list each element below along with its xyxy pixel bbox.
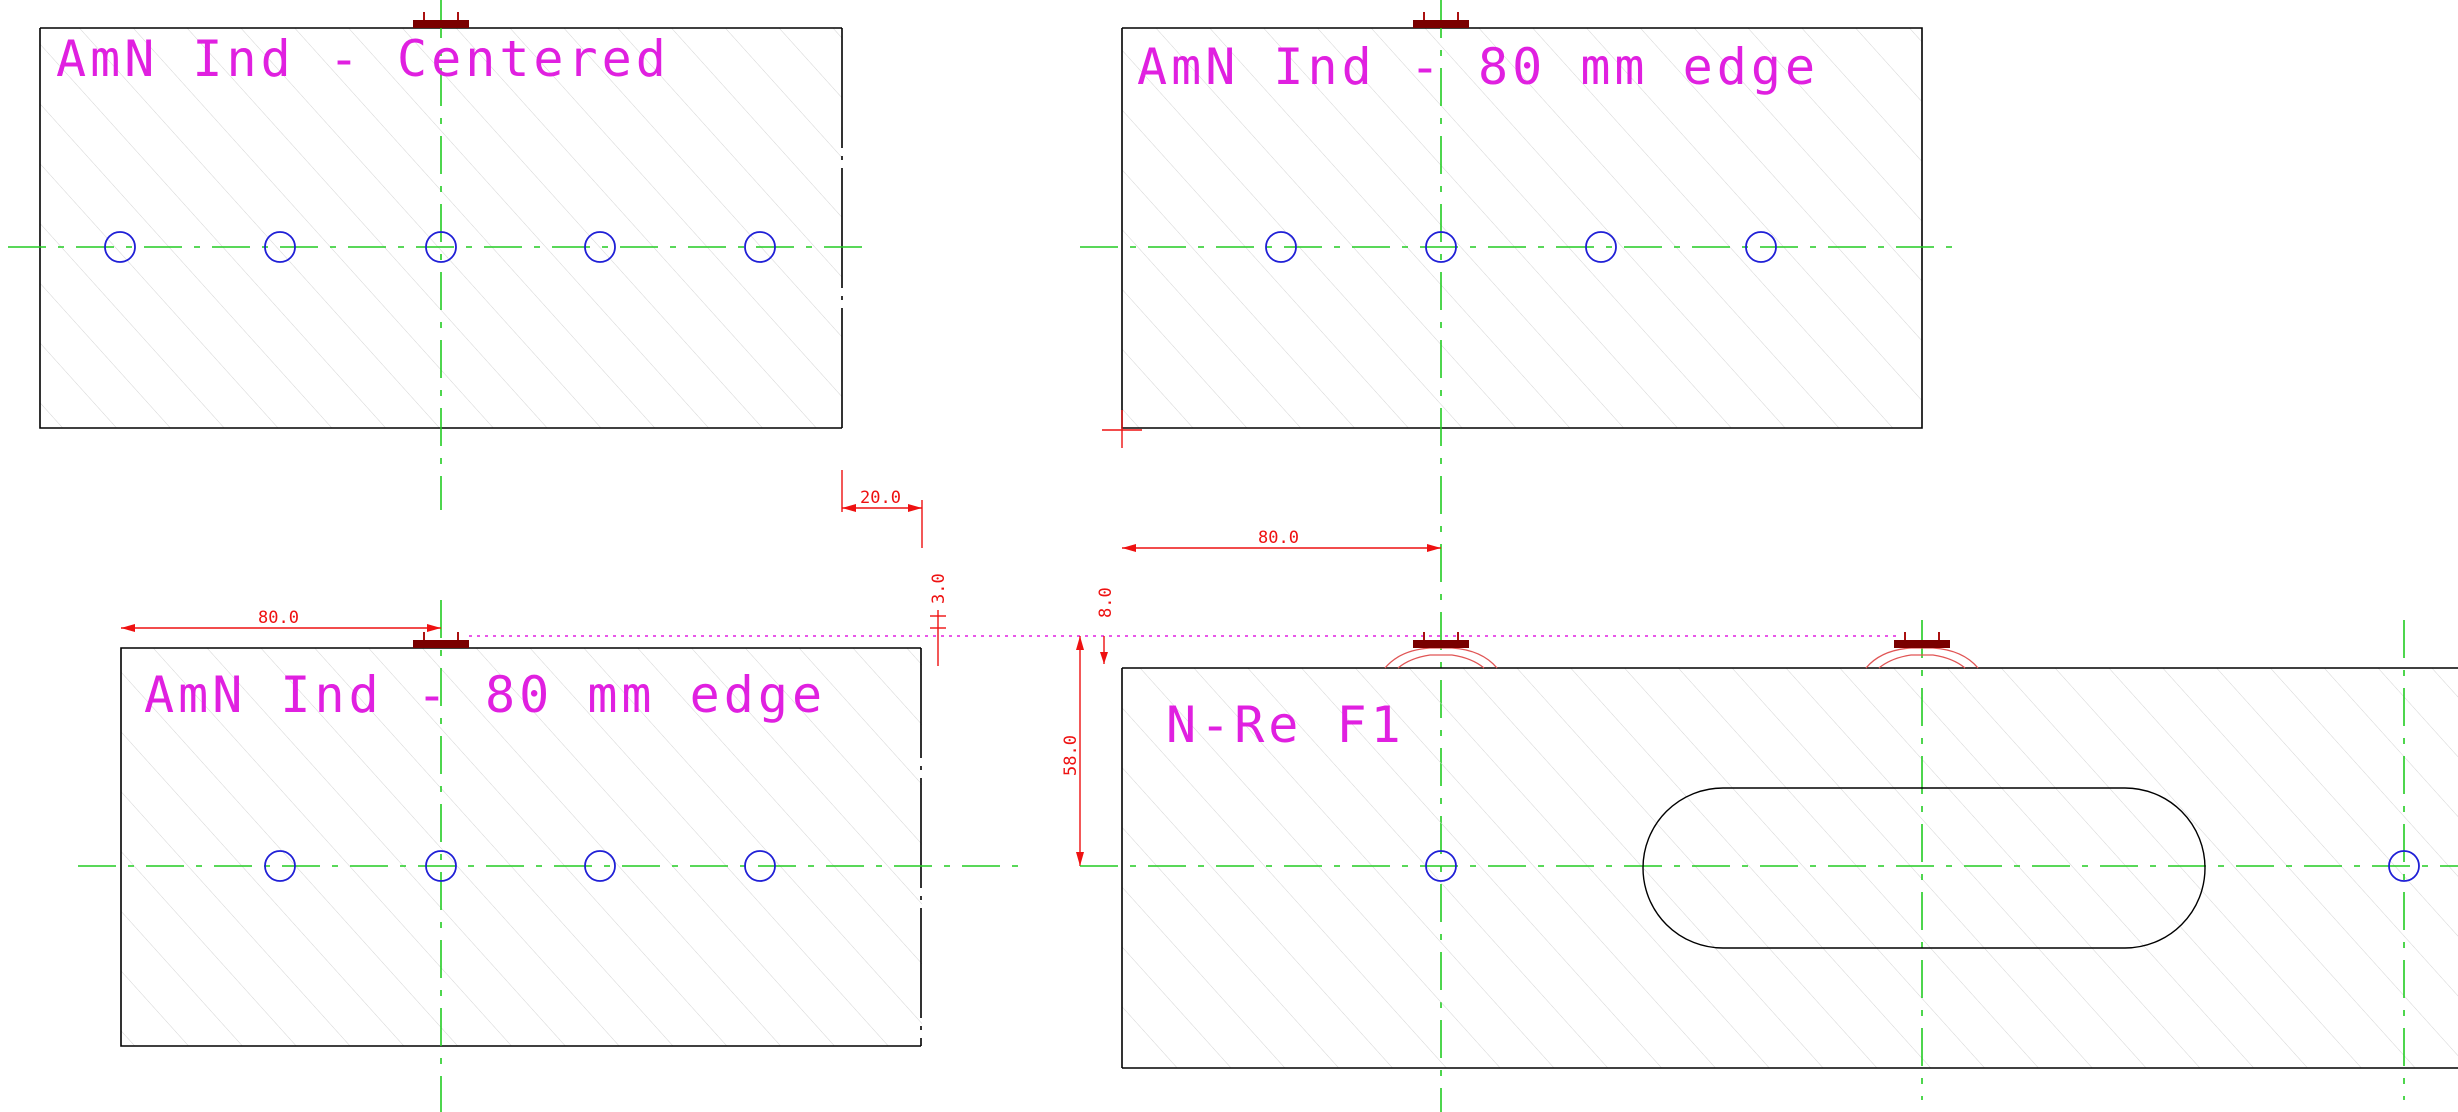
hole bbox=[2388, 850, 2420, 882]
panel-hatch bbox=[1122, 668, 2458, 1068]
panel-label: N-Re F1 bbox=[1166, 696, 1405, 754]
dimension-label: 8.0 bbox=[1096, 587, 1116, 618]
marker-block bbox=[413, 640, 469, 648]
hole bbox=[264, 231, 296, 263]
panel-outline bbox=[1121, 27, 1923, 429]
panel-label: AmN Ind - 80 mm edge bbox=[144, 666, 826, 724]
hole bbox=[1265, 231, 1297, 263]
dimension-label: 3.0 bbox=[929, 573, 949, 604]
panel-label: AmN Ind - Centered bbox=[56, 30, 670, 88]
dimension-label: 80.0 bbox=[258, 608, 299, 628]
panel-n-re-f1: N-Re F1 bbox=[1080, 620, 2458, 1100]
hole bbox=[1425, 231, 1457, 263]
hole bbox=[744, 850, 776, 882]
marker-block bbox=[1413, 640, 1469, 648]
bevel-insert bbox=[1397, 654, 1485, 669]
dimension-edge-offset-top: 80.0 bbox=[1122, 528, 1441, 552]
hole bbox=[1745, 231, 1777, 263]
hole bbox=[584, 850, 616, 882]
dimension-bevel-offset: 8.0 bbox=[1096, 587, 1116, 664]
panel-80mm-edge-bottom: 80.0 AmN Ind - 80 mm edge bbox=[78, 600, 1020, 1112]
dimension-centerline-depth: 58.0 bbox=[1061, 636, 1084, 866]
panel-label: AmN Ind - 80 mm edge bbox=[1137, 38, 1819, 96]
hole bbox=[1425, 850, 1457, 882]
panel-centered: AmN Ind - Centered bbox=[8, 0, 864, 510]
panel-outline bbox=[120, 647, 921, 1047]
marker-block bbox=[1413, 20, 1469, 28]
dimension-gap: 20.0 bbox=[841, 470, 923, 548]
hole bbox=[584, 231, 616, 263]
panel-hatch bbox=[1122, 28, 1922, 428]
dimension-label: 20.0 bbox=[860, 488, 901, 508]
hole bbox=[425, 850, 457, 882]
panel-hatch bbox=[121, 648, 922, 1046]
panel-outline bbox=[39, 70, 842, 429]
hole bbox=[264, 850, 296, 882]
marker-block bbox=[413, 20, 469, 28]
dimension-marker-height: 3.0 bbox=[929, 573, 949, 666]
hole bbox=[744, 231, 776, 263]
bevel-insert bbox=[1878, 654, 1966, 669]
hole bbox=[1585, 231, 1617, 263]
dimension-label: 58.0 bbox=[1061, 735, 1081, 776]
panel-80mm-edge-top: AmN Ind - 80 mm edge bbox=[1080, 0, 1962, 1112]
hole bbox=[425, 231, 457, 263]
marker-block bbox=[1894, 640, 1950, 648]
dimension-label: 80.0 bbox=[1258, 528, 1299, 548]
hole bbox=[104, 231, 136, 263]
slot-cutout bbox=[1642, 787, 2206, 949]
